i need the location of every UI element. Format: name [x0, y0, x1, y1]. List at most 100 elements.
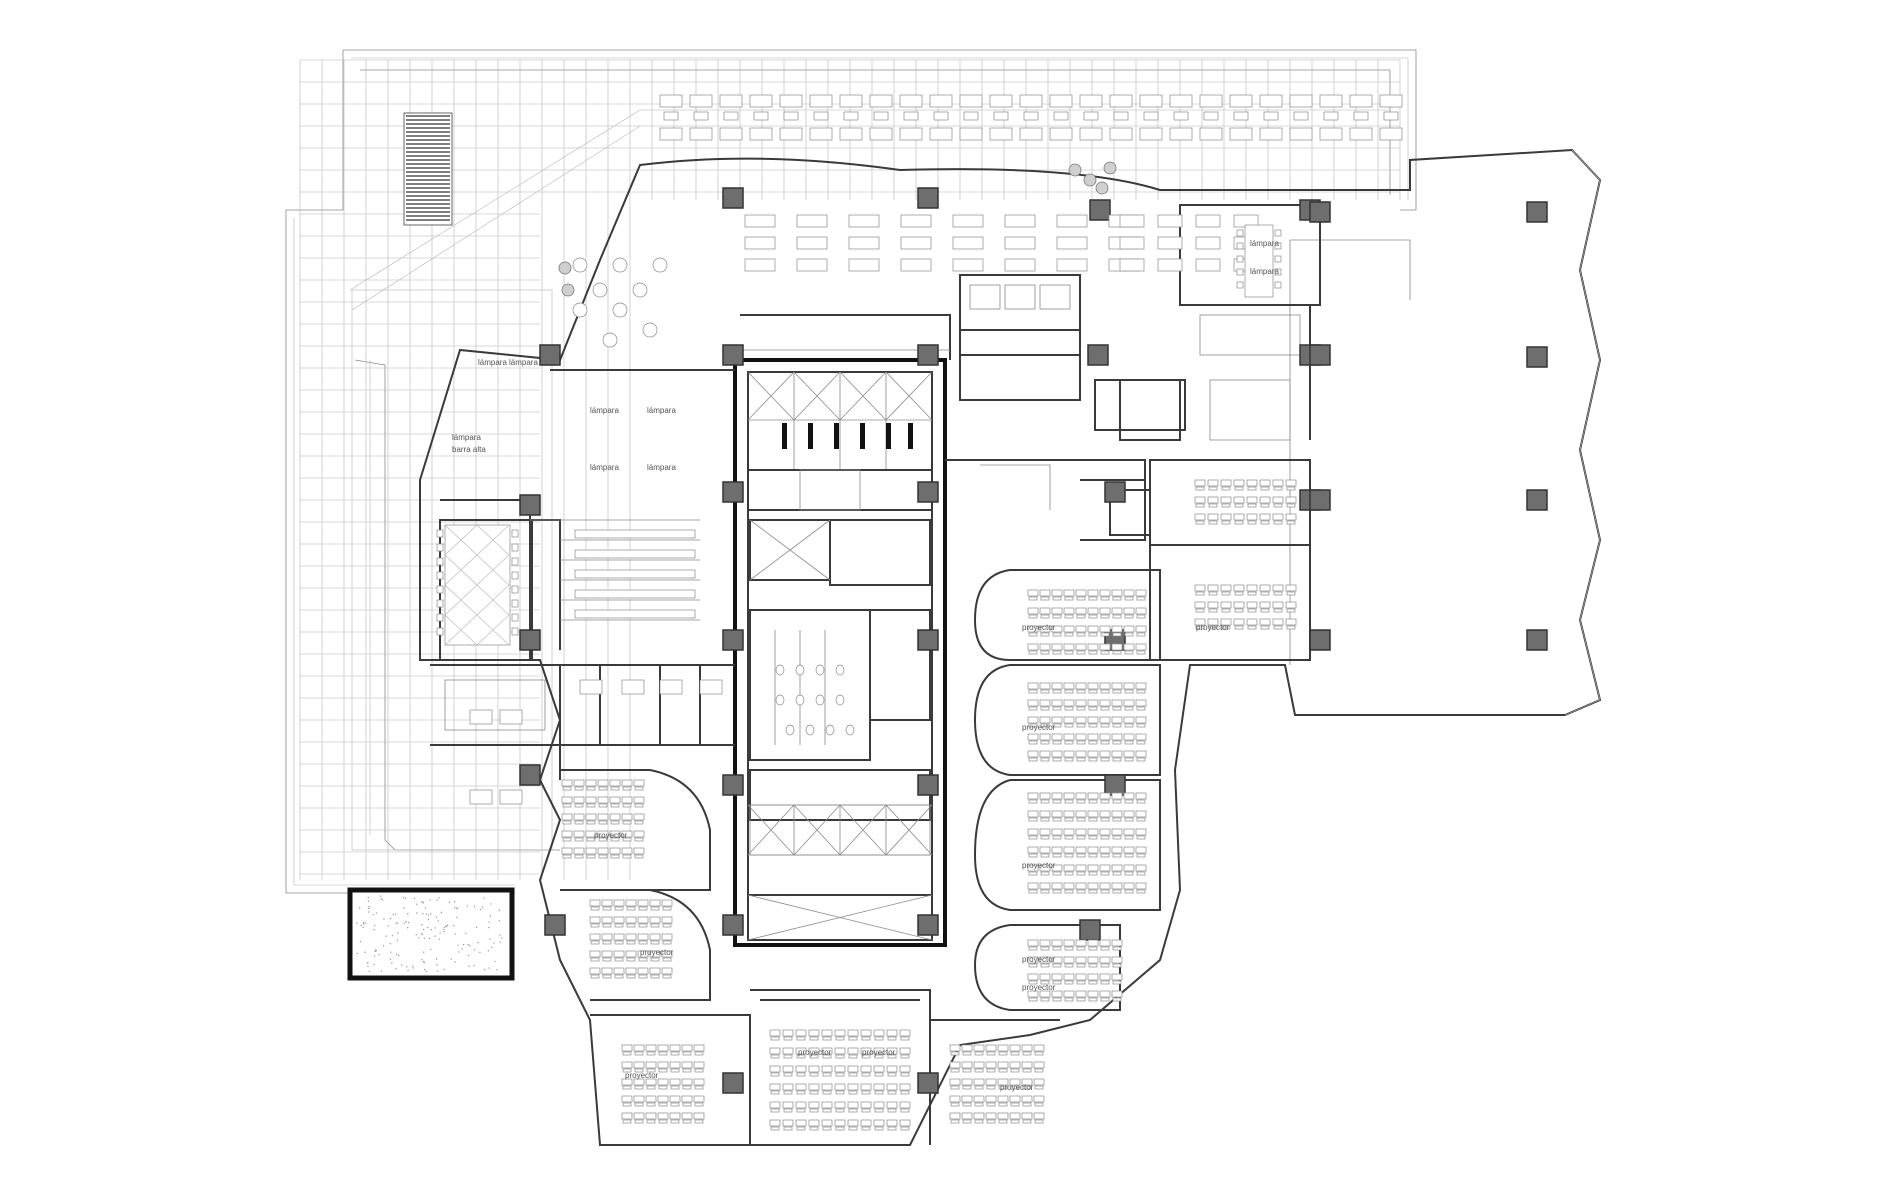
chair	[1028, 757, 1038, 762]
chair	[998, 1119, 1008, 1124]
chair	[1010, 1085, 1020, 1090]
chair	[1286, 520, 1296, 525]
chair	[1028, 871, 1038, 876]
chair	[1112, 889, 1122, 894]
desk	[860, 1047, 872, 1055]
lounge-table	[1349, 94, 1373, 108]
chair	[848, 1054, 858, 1059]
chair	[1076, 706, 1086, 711]
desk	[769, 1047, 781, 1055]
chair	[694, 1102, 704, 1107]
chair	[1112, 689, 1122, 694]
chair	[1221, 625, 1231, 630]
chair	[903, 111, 919, 121]
chair	[1088, 614, 1098, 619]
chair	[986, 1051, 996, 1056]
dining-table	[1195, 236, 1221, 250]
lounge-table	[1229, 127, 1253, 141]
chair	[610, 803, 620, 808]
chair	[1040, 835, 1050, 840]
desk	[573, 796, 585, 804]
chair	[614, 906, 624, 911]
chair	[950, 1102, 960, 1107]
chair	[1100, 799, 1110, 804]
chair	[1234, 591, 1244, 596]
desk	[621, 1061, 633, 1069]
dining-table	[900, 258, 932, 272]
chair	[614, 940, 624, 945]
chair	[770, 1090, 780, 1095]
chair	[1040, 706, 1050, 711]
desk	[613, 967, 625, 975]
desk	[561, 813, 573, 821]
structural-column	[1309, 201, 1331, 223]
chair	[1064, 817, 1074, 822]
structural-column	[519, 494, 541, 516]
desk	[1051, 716, 1063, 724]
desk	[1075, 956, 1087, 964]
dining-table	[900, 214, 932, 228]
desk	[649, 950, 661, 958]
desk	[625, 967, 637, 975]
desk	[1220, 479, 1232, 487]
chair	[662, 923, 672, 928]
chair	[511, 585, 519, 594]
chair	[783, 1126, 793, 1131]
desk	[693, 1061, 705, 1069]
chair	[693, 111, 709, 121]
wc-fixture	[785, 724, 795, 736]
chair	[1088, 963, 1098, 968]
desk	[886, 1119, 898, 1127]
chair	[1088, 817, 1098, 822]
chair	[1124, 740, 1134, 745]
desk	[795, 1065, 807, 1073]
chair	[1221, 608, 1231, 613]
lounge-table	[779, 94, 803, 108]
chair	[1052, 596, 1062, 601]
desk	[1039, 828, 1051, 836]
desk	[973, 1095, 985, 1103]
chair	[1136, 614, 1146, 619]
desk	[1063, 973, 1075, 981]
desk	[985, 1061, 997, 1069]
lounge-table	[809, 94, 833, 108]
chair	[822, 1126, 832, 1131]
desk	[613, 899, 625, 907]
chair	[1112, 871, 1122, 876]
chair	[835, 1126, 845, 1131]
desk	[1027, 864, 1039, 872]
chair	[1143, 111, 1159, 121]
desk	[633, 1078, 645, 1086]
desk	[633, 813, 645, 821]
chair	[1124, 889, 1134, 894]
chair	[1100, 871, 1110, 876]
desk	[1075, 625, 1087, 633]
desk	[1009, 1112, 1021, 1120]
chair	[1052, 614, 1062, 619]
desk	[769, 1101, 781, 1109]
desk	[1039, 625, 1051, 633]
chair	[887, 1108, 897, 1113]
desk	[1220, 584, 1232, 592]
desk	[973, 1044, 985, 1052]
desk	[1111, 643, 1123, 651]
structural-column	[1087, 344, 1109, 366]
desk	[899, 1083, 911, 1091]
desk	[795, 1101, 807, 1109]
desk	[769, 1029, 781, 1037]
desk	[821, 1119, 833, 1127]
desk	[1075, 846, 1087, 854]
chair	[1040, 757, 1050, 762]
bench	[574, 529, 696, 539]
chair	[809, 1126, 819, 1131]
desk	[637, 899, 649, 907]
desk	[834, 1083, 846, 1091]
desk	[1135, 682, 1147, 690]
chair	[1100, 706, 1110, 711]
desk	[782, 1083, 794, 1091]
chair	[670, 1102, 680, 1107]
dining-table	[952, 236, 984, 250]
chair	[1286, 503, 1296, 508]
chair	[1247, 625, 1257, 630]
chair	[783, 1072, 793, 1077]
